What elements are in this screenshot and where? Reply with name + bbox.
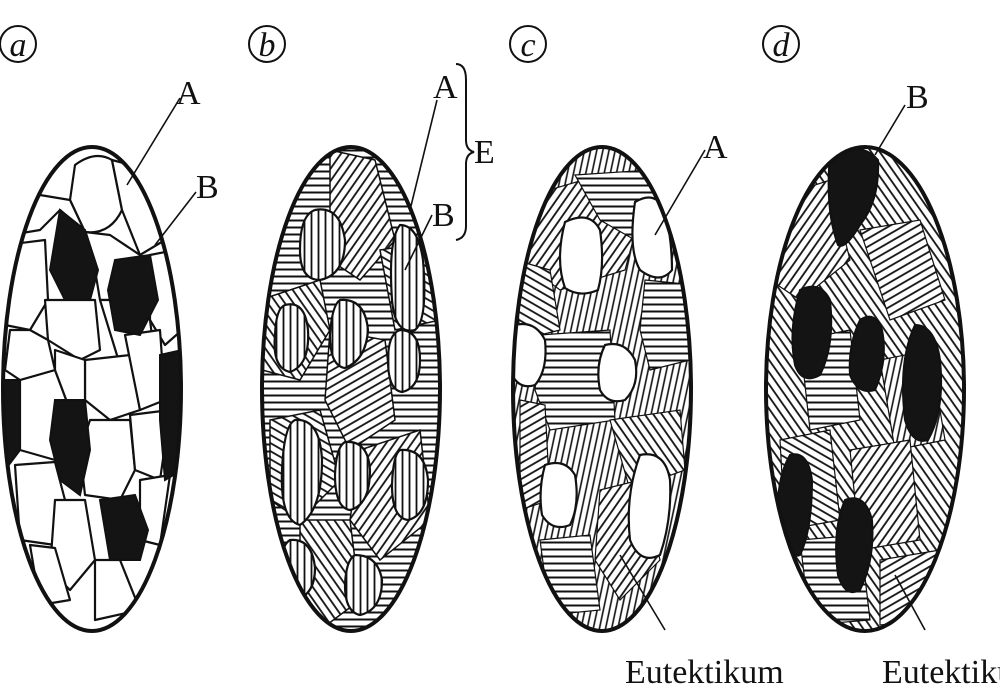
grain-A — [390, 448, 430, 522]
panel-a-outline — [1, 145, 183, 633]
grain-A — [558, 216, 604, 295]
callout-a-A: A — [176, 75, 201, 112]
grain-A — [627, 453, 672, 559]
panel-c-badge — [509, 25, 547, 63]
callout-a-B: B — [196, 169, 219, 206]
leader-c-A — [654, 149, 706, 236]
panel-a: a A B — [0, 25, 219, 633]
grain-A — [273, 303, 310, 374]
panel-d-label: d — [773, 27, 791, 64]
bracket — [455, 63, 475, 241]
grain-A — [386, 328, 422, 394]
panel-a-label: a — [10, 27, 27, 64]
callout-d-B: B — [906, 79, 929, 116]
eutektikum-label-c: Eutektikum — [625, 654, 784, 690]
grain-B — [827, 147, 880, 247]
panel-c-grains — [513, 147, 691, 631]
leader-d-eutektikum — [894, 574, 926, 631]
panel-c-outline — [511, 145, 693, 633]
panel-b-outline — [260, 145, 442, 633]
grain-B — [791, 285, 833, 380]
dark-grain — [106, 253, 160, 337]
grain-A — [333, 440, 372, 512]
panel-a-badge — [0, 25, 37, 63]
dark-grain — [48, 399, 92, 497]
panel-b-label: b — [259, 27, 276, 64]
grain-A — [539, 461, 578, 529]
leader-a-B — [154, 191, 197, 246]
panel-d-outline — [764, 145, 966, 633]
bracket-label-E: E — [474, 134, 495, 171]
panel-c-label: c — [520, 27, 535, 64]
grain-A — [343, 553, 384, 617]
dark-grain — [98, 493, 150, 561]
grain-A — [328, 298, 370, 370]
grain-A — [513, 322, 547, 388]
panel-a-grains — [3, 147, 181, 631]
grain-A — [280, 418, 324, 527]
grain-B — [848, 315, 885, 392]
eutektikum-label-d: Eutektikum — [882, 654, 1000, 690]
grain-A — [389, 223, 426, 332]
grain-A — [631, 196, 674, 279]
callout-b-A: A — [433, 69, 458, 106]
panel-c: c A Eutektikum — [509, 25, 784, 690]
grain-B — [901, 323, 943, 442]
panel-b: b A B E — [248, 25, 495, 633]
grain-B — [835, 497, 874, 594]
leader-d-B — [874, 104, 906, 156]
panel-d-grains — [766, 147, 964, 631]
callout-c-A: A — [703, 129, 728, 166]
panel-b-grains — [262, 147, 440, 631]
dark-grain — [48, 208, 100, 301]
leader-a-A — [126, 97, 181, 186]
callout-b-B: B — [432, 197, 455, 234]
leader-c-eutektikum — [619, 554, 666, 631]
panel-b-badge — [248, 25, 286, 63]
panel-d: d B Eutektikum — [762, 25, 1000, 690]
grain-A — [298, 208, 347, 282]
panel-d-badge — [762, 25, 800, 63]
leader-b-A — [409, 99, 438, 211]
leader-b-B — [404, 214, 433, 271]
grain-A — [597, 342, 638, 403]
